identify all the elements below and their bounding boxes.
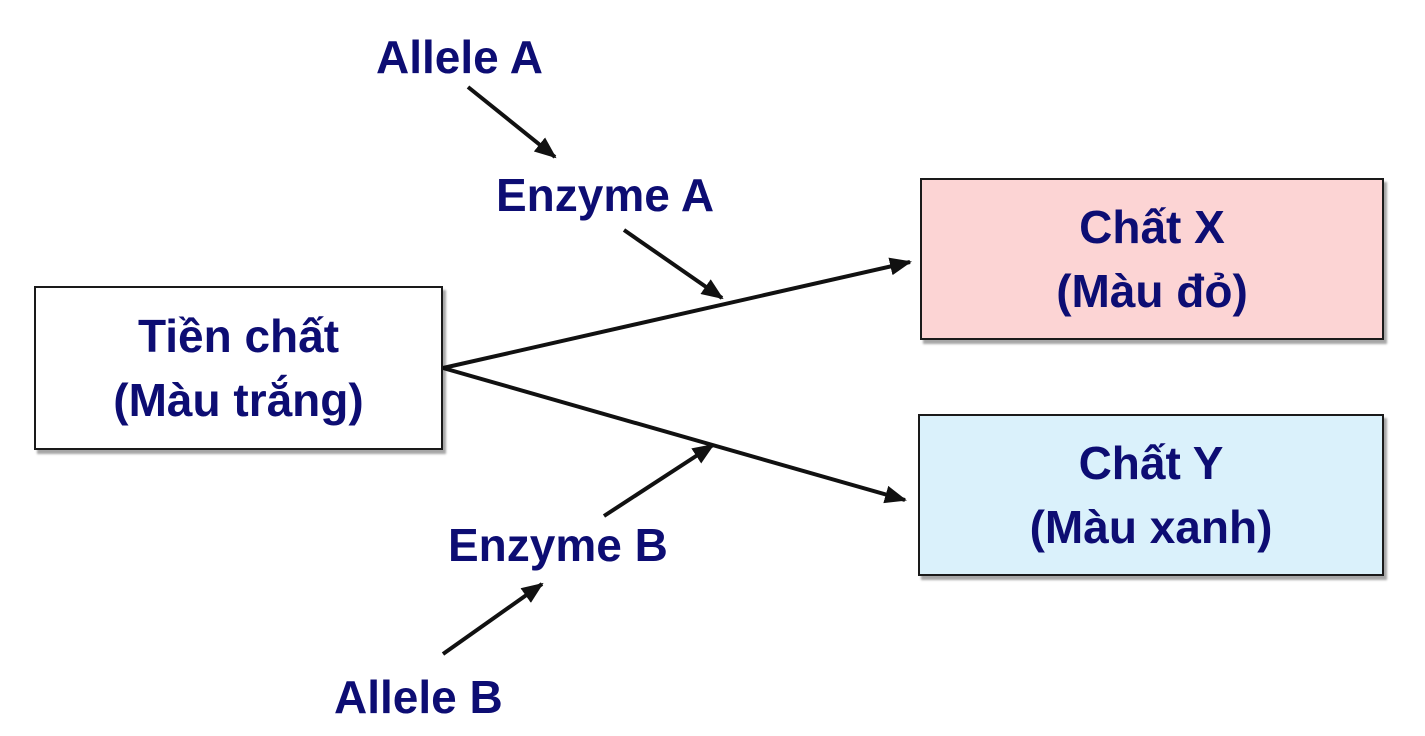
arrow-allele-a-to-enzyme-a [466,85,557,159]
allele-b-label: Allele B [334,671,503,723]
arrow-precursor-to-y [442,366,907,504]
arrow-enzyme-a-to-reaction [622,228,724,300]
arrow-precursor-to-x [442,257,912,370]
allele-a-label: Allele A [376,31,544,83]
precursor-box: Tiền chất (Màu trắng) [34,286,443,450]
arrow-allele-b-to-enzyme-b [441,582,544,656]
substance-y-title: Chất Y [1078,436,1224,489]
precursor-title: Tiền chất [137,309,340,362]
substance-x-title: Chất X [1079,200,1225,253]
enzyme-b-label: Enzyme B [448,519,668,571]
substance-y-color: (Màu xanh) [1029,501,1273,553]
enzyme-a-label: Enzyme A [496,169,715,221]
precursor-color: (Màu trắng) [113,374,364,426]
substance-y-box: Chất Y (Màu xanh) [918,414,1384,576]
arrow-enzyme-b-to-reaction [602,443,715,518]
substance-x-color: (Màu đỏ) [1056,265,1248,317]
substance-x-box: Chất X (Màu đỏ) [920,178,1384,340]
